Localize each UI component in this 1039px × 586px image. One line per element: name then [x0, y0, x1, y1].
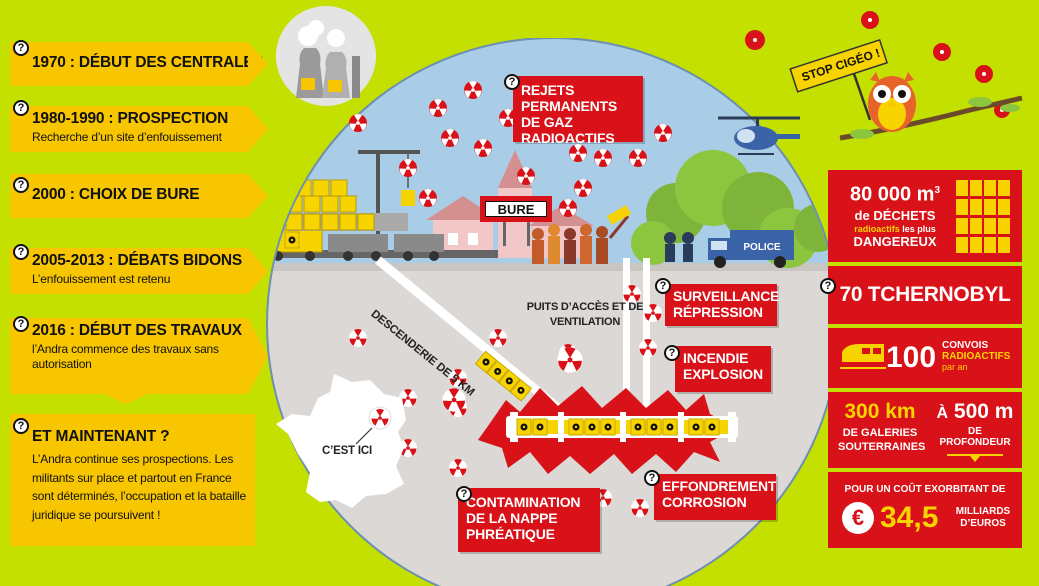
depth-value: 500 m — [953, 400, 1014, 423]
stat-convois: 100 CONVOIS RADIOACTIFS par an — [828, 328, 1022, 388]
bure-sign-pole — [527, 222, 530, 246]
km-label: DE GALERIES SOUTERRAINES — [838, 427, 926, 453]
help-icon[interactable]: ? — [456, 486, 472, 502]
stat-tchernobyl: 70 TCHERNOBYL — [828, 266, 1022, 324]
convois-l3: par an — [942, 362, 968, 372]
surveillance-text: SURVEILLANCE RÉPRESSION — [673, 288, 780, 320]
help-icon[interactable]: ? — [644, 470, 660, 486]
help-icon[interactable]: ? — [13, 418, 29, 434]
tchernobyl-value: 70 TCHERNOBYL — [839, 283, 1011, 306]
effondrement-label[interactable]: EFFONDREMENT CORROSION — [654, 474, 776, 520]
down-arrow — [104, 394, 148, 404]
timeline-sub: l’Andra commence des travaux sans autori… — [32, 342, 219, 371]
surveillance-label[interactable]: SURVEILLANCE RÉPRESSION — [665, 284, 780, 326]
contamination-label[interactable]: CONTAMINATION DE LA NAPPE PHRÉATIQUE — [458, 488, 600, 552]
help-icon[interactable]: ? — [13, 100, 29, 116]
puits-label: PUITS D’ACCÈS ET DE VENTILATION — [526, 301, 644, 328]
timeline-title: 1970 : DÉBUT DES CENTRALES — [32, 54, 264, 71]
dechets-exp: 3 — [934, 185, 941, 196]
timeline-item-2000[interactable]: 2000 : CHOIX DE BURE — [10, 174, 268, 218]
dechets-sub-b: les plus — [902, 223, 936, 234]
police-label: POLICE — [743, 242, 781, 253]
timeline-item-2005[interactable]: 2005-2013 : DÉBATS BIDONS L’enfouissemen… — [10, 248, 268, 294]
cest-ici-label: C’EST ICI — [322, 445, 372, 457]
bure-sign: BURE — [480, 196, 552, 222]
timeline-item-1970[interactable]: 1970 : DÉBUT DES CENTRALES — [10, 42, 268, 86]
help-icon[interactable]: ? — [664, 345, 680, 361]
nuclear-plant-icon — [276, 6, 376, 106]
timeline-title: 1980-1990 : PROSPECTION — [32, 110, 229, 127]
help-icon[interactable]: ? — [13, 177, 29, 193]
stat-cout: POUR UN COÛT EXORBITANT DE € 34,5 MILLIA… — [828, 472, 1022, 548]
timeline-title: 2016 : DÉBUT DES TRAVAUX — [32, 322, 242, 339]
separator — [828, 262, 1022, 266]
helicopter-icon — [718, 116, 800, 155]
incendie-text: INCENDIE EXPLOSION — [683, 350, 763, 382]
rejets-label[interactable]: REJETS PERMANENTS DE GAZ RADIOACTIFS — [513, 76, 643, 146]
timeline-item-1980[interactable]: 1980-1990 : PROSPECTION Recherche d’un s… — [10, 106, 268, 152]
help-icon[interactable]: ? — [13, 40, 29, 56]
convois-value: 100 — [886, 341, 937, 374]
cout-label: POUR UN COÛT EXORBITANT DE — [844, 484, 1006, 495]
contamination-text: CONTAMINATION DE LA NAPPE PHRÉATIQUE — [466, 494, 581, 542]
france-map-icon — [276, 374, 406, 508]
depth-label: DE PROFONDEUR — [939, 426, 1011, 448]
stat-galeries: 300 km DE GALERIES SOUTERRAINES À 500 m … — [828, 392, 1022, 468]
timeline-title: 2000 : CHOIX DE BURE — [32, 186, 200, 203]
timeline-item-maintenant[interactable]: ET MAINTENANT ? L’Andra continue ses pro… — [10, 414, 255, 546]
stat-dechets: 80 000 m3 de DÉCHETS radioactifs les plu… — [828, 170, 1022, 262]
help-icon[interactable]: ? — [655, 278, 671, 294]
dechets-label2: DANGEREUX — [853, 233, 937, 249]
separator — [828, 468, 1022, 472]
depth-prefix: À — [936, 405, 949, 422]
dechets-sub-a: radioactifs — [854, 223, 900, 234]
effondrement-text: EFFONDREMENT CORROSION — [662, 478, 777, 510]
bure-sign-pole — [503, 222, 506, 246]
incendie-label[interactable]: INCENDIE EXPLOSION — [675, 346, 771, 392]
timeline-sub: Recherche d’un site d’enfouissement — [32, 130, 222, 144]
convois-l2: RADIOACTIFS — [942, 351, 1011, 362]
cout-value: 34,5 — [880, 501, 939, 534]
help-icon[interactable]: ? — [820, 278, 836, 294]
km-value: 300 km — [844, 400, 916, 423]
help-icon[interactable]: ? — [504, 74, 520, 90]
help-icon[interactable]: ? — [13, 244, 29, 260]
bure-label: BURE — [485, 201, 547, 217]
timeline-sub: L’Andra continue ses prospections. Les m… — [32, 452, 246, 522]
timeline-title: ET MAINTENANT ? — [32, 428, 170, 445]
timeline-item-2016[interactable]: 2016 : DÉBUT DES TRAVAUX l’Andra commenc… — [10, 318, 268, 394]
barrels-icon — [956, 180, 1010, 253]
help-icon[interactable]: ? — [13, 316, 29, 332]
euro-icon: € — [842, 502, 874, 534]
train-icon — [840, 344, 886, 369]
owl-scene — [745, 11, 1023, 141]
timeline-title: 2005-2013 : DÉBATS BIDONS — [32, 252, 243, 269]
dechets-label: de DÉCHETS — [854, 207, 936, 223]
rejets-text: REJETS PERMANENTS DE GAZ RADIOACTIFS — [521, 82, 618, 146]
timeline-sub: L’enfouissement est retenu — [32, 272, 171, 286]
dechets-value: 80 000 m — [849, 183, 935, 206]
convois-l1: CONVOIS — [942, 340, 989, 351]
separator — [828, 388, 1022, 392]
separator — [828, 324, 1022, 328]
cout-unit: MILLIARDS D’EUROS — [955, 506, 1011, 529]
